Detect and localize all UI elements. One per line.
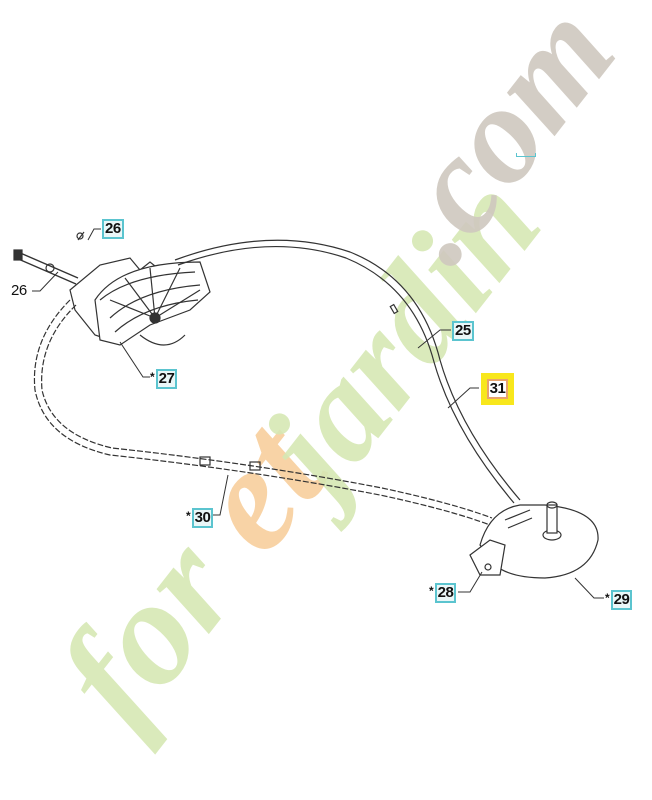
callout-label: 25 [452,321,474,341]
callout-31-cable-highlighted[interactable]: *31 [480,373,515,405]
callout-label: 30 [191,508,214,528]
shaft [13,249,79,285]
callout-27-gearbox[interactable]: *27 [150,369,178,389]
callout-29-pulley-cover[interactable]: *29 [605,590,633,610]
callout-label: 28 [434,583,457,603]
leader-lines [32,228,604,599]
callout-label: 27 [155,369,178,389]
bracket-assembly-28-29 [469,501,599,579]
callout-25-cable[interactable]: 25 [452,321,474,341]
required-marker: * [150,370,155,384]
callout-label: 26 [11,282,27,299]
callout-28-bracket[interactable]: *28 [429,583,457,603]
callout-label: 31 [480,373,515,405]
gearbox-assembly-27 [69,231,211,346]
callout-26-shaft[interactable]: 26 [10,283,28,299]
cable-25-31 [174,239,521,504]
required-marker: * [605,591,610,605]
callout-26-washer[interactable]: 26 [102,219,124,239]
required-marker: * [186,509,191,523]
callout-label: 29 [610,590,633,610]
required-marker: * [481,380,486,394]
callout-30-cable[interactable]: *30 [186,508,214,528]
cable-30 [33,299,493,526]
callout-label: 26 [102,219,124,239]
required-marker: * [429,584,434,598]
stray-callout-mark [516,153,536,157]
